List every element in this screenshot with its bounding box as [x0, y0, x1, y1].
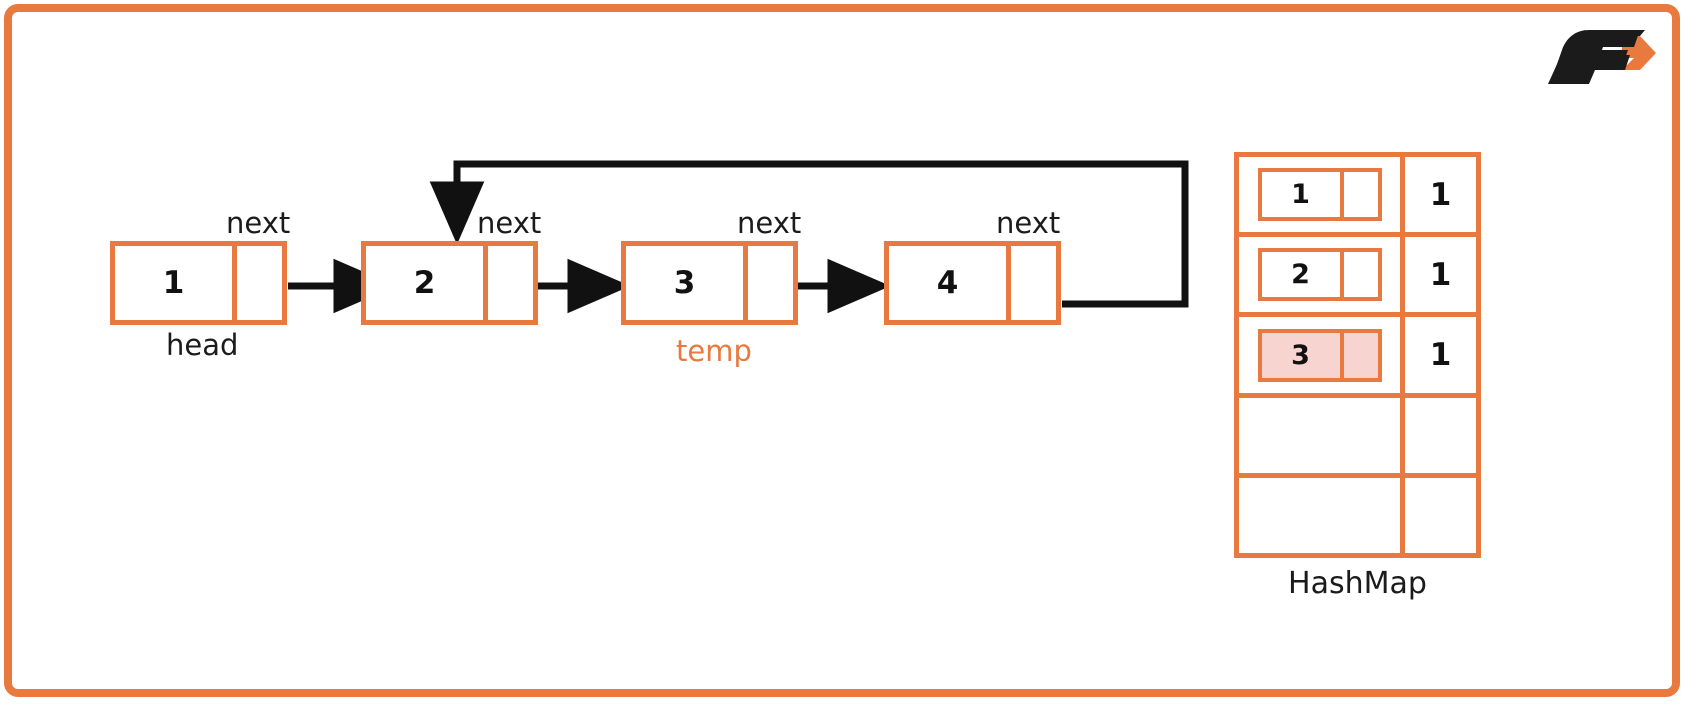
hashmap-row-highlighted[interactable]: 3 1: [1239, 317, 1476, 398]
hashmap-table: 1 1 2 1 3 1: [1234, 152, 1481, 558]
next-label-node-1: next: [226, 206, 291, 240]
hashmap-key-cell: [1239, 477, 1405, 554]
hashmap-node: 2: [1257, 248, 1382, 302]
node-next-cell: [483, 246, 533, 320]
hashmap-node-value: 3: [1291, 339, 1310, 371]
hashmap-node-value: 1: [1291, 179, 1310, 211]
hashmap-row-empty[interactable]: [1239, 477, 1476, 554]
hashmap-key-cell: 1: [1239, 157, 1405, 233]
node-value: 4: [936, 265, 959, 301]
list-node-1[interactable]: 1: [110, 241, 287, 325]
node-value: 1: [162, 265, 185, 301]
hashmap-count-cell: 1: [1429, 176, 1452, 213]
hashmap-node-next: [1339, 252, 1378, 298]
arrow-cycle-node4-to-node2: [429, 160, 1189, 308]
logo-f-arrow: [1548, 22, 1656, 84]
hashmap-row-empty[interactable]: [1239, 397, 1476, 478]
list-node-3[interactable]: 3: [621, 241, 798, 325]
hashmap-count-cell: 1: [1429, 337, 1452, 373]
hashmap-key-cell: [1239, 397, 1405, 473]
temp-pointer-label: temp: [676, 334, 752, 368]
hashmap-key-cell: 3: [1239, 317, 1405, 393]
next-label-node-4: next: [996, 206, 1061, 240]
hashmap-node-next: [1339, 172, 1378, 218]
hashmap-count-cell: [1405, 398, 1476, 473]
node-value: 2: [413, 265, 436, 301]
hashmap-node-value: 2: [1291, 259, 1310, 291]
hashmap-node: 1: [1257, 168, 1382, 222]
hashmap-count-cell: [1405, 478, 1476, 553]
next-label-node-3: next: [737, 206, 802, 240]
hashmap-caption: HashMap: [1288, 566, 1427, 601]
head-pointer-label: head: [166, 328, 239, 362]
logo-icon: [1548, 30, 1656, 84]
hashmap-node: 3: [1257, 328, 1382, 382]
hashmap-row[interactable]: 1 1: [1239, 157, 1476, 238]
list-node-2[interactable]: 2: [361, 241, 538, 325]
next-label-node-2: next: [477, 206, 542, 240]
node-value: 3: [673, 265, 696, 301]
node-next-cell: [743, 246, 793, 320]
hashmap-row[interactable]: 2 1: [1239, 237, 1476, 318]
list-node-4[interactable]: 4: [884, 241, 1061, 325]
hashmap-key-cell: 2: [1239, 237, 1405, 313]
hashmap-node-next: [1339, 332, 1378, 378]
node-next-cell: [1006, 246, 1056, 320]
node-next-cell: [232, 246, 282, 320]
hashmap-count-cell: 1: [1429, 256, 1452, 293]
